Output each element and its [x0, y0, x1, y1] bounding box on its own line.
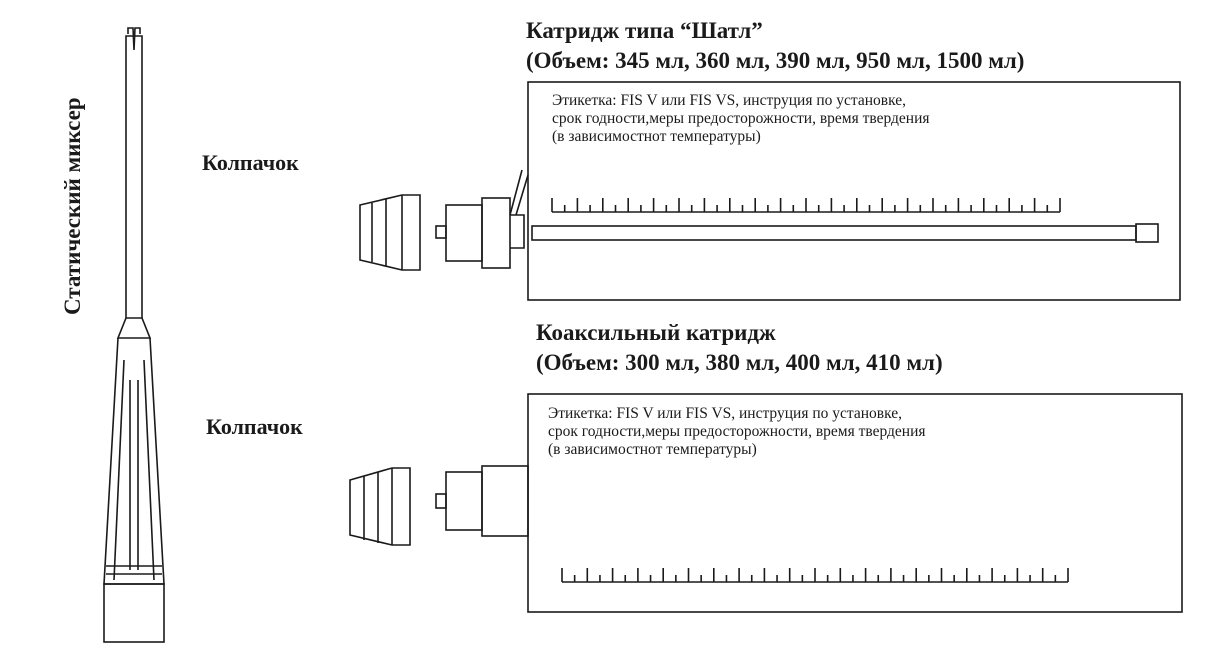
mixer-label: Статический миксер — [60, 97, 85, 315]
shuttle-title: Катридж типа “Шатл” — [526, 18, 763, 43]
coaxial-cap-drawing — [349, 467, 411, 546]
shuttle-volume: (Объем: 345 мл, 360 мл, 390 мл, 950 мл, … — [526, 48, 1025, 73]
coaxial-etiquette-line-2: срок годности,меры предосторожности, вре… — [548, 423, 926, 440]
coaxial-volume: (Объем: 300 мл, 380 мл, 400 мл, 410 мл) — [536, 350, 943, 375]
static-mixer-drawing — [103, 27, 165, 643]
coaxial-etiquette-line-3: (в зависимостнот температуры) — [548, 441, 757, 458]
coaxial-etiquette-line-1: Этикетка: FIS V или FIS VS, инструция по… — [548, 405, 902, 422]
shuttle-cap-label: Колпачок — [202, 150, 299, 175]
shuttle-etiquette-line-2: срок годности,меры предосторожности, вре… — [552, 110, 930, 127]
shuttle-cap-drawing — [359, 194, 421, 271]
coaxial-title: Коаксильный катридж — [536, 320, 776, 345]
shuttle-etiquette-line-1: Этикетка: FIS V или FIS VS, инструция по… — [552, 92, 906, 109]
coaxial-cap-label: Колпачок — [206, 414, 303, 439]
coaxial-scale-ruler — [561, 568, 1069, 582]
shuttle-scale-ruler — [551, 198, 1061, 212]
shuttle-etiquette-line-3: (в зависимостнот температуры) — [552, 128, 761, 145]
